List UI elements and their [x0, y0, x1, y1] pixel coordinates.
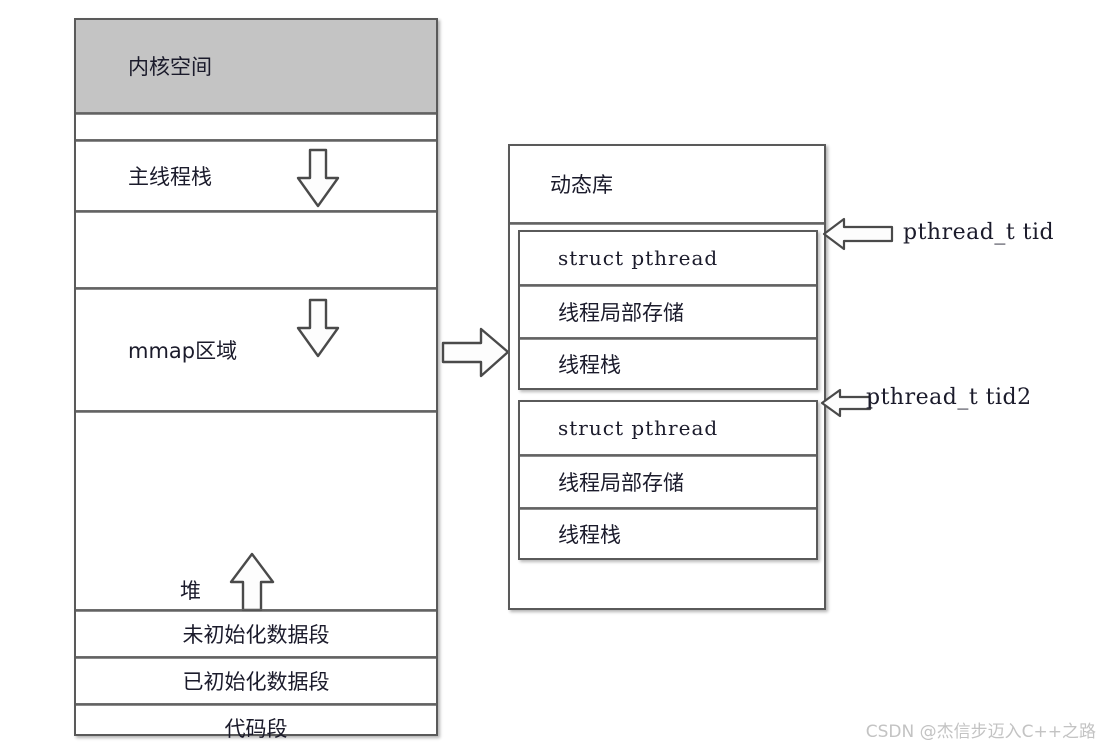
segment-bss: 未初始化数据段	[76, 612, 436, 656]
thread-2-divider-2	[520, 507, 816, 510]
segment-mmap-region: mmap区域	[76, 290, 436, 410]
divider-dylib-title-bottom	[510, 222, 824, 225]
dynamic-library-panel: 动态库 struct pthread 线程局部存储 线程栈 struct pth…	[508, 144, 826, 610]
divider-main-stack-bottom	[76, 210, 436, 213]
segment-label-heap: 堆	[180, 579, 201, 603]
thread-1-row-tls: 线程局部存储	[558, 301, 684, 325]
thread-2-divider-1	[520, 454, 816, 457]
thread-1-divider-1	[520, 284, 816, 287]
thread-1-row-struct-pthread: struct pthread	[558, 246, 719, 270]
segment-label-text: 代码段	[224, 717, 288, 741]
thread-2-row-struct-pthread: struct pthread	[558, 416, 719, 440]
segment-label-bss: 未初始化数据段	[182, 623, 330, 647]
tid-pointer-arrow	[822, 214, 894, 259]
divider-bss-bottom	[76, 656, 436, 659]
divider-kernel-bottom	[76, 112, 436, 115]
segment-label-mmap-region: mmap区域	[128, 339, 238, 363]
segment-heap: 堆	[76, 568, 436, 612]
segment-label-main-thread-stack: 主线程栈	[128, 165, 212, 189]
divider-data-bottom	[76, 703, 436, 706]
thread-2-row-tls: 线程局部存储	[558, 471, 684, 495]
tid-label-2: pthread_t tid2	[866, 385, 1032, 410]
process-address-space-panel: 内核空间 主线程栈 mmap区域 堆	[74, 18, 438, 741]
segment-main-thread-stack: 主线程栈	[76, 142, 436, 210]
tid-label-1: pthread_t tid	[903, 220, 1055, 245]
divider-gap-upper	[76, 139, 436, 142]
segment-kernel-space: 内核空间	[76, 20, 436, 112]
divider-mmap-bottom	[76, 410, 436, 413]
dynamic-library-title: 动态库	[550, 173, 613, 197]
segment-label-kernel-space: 内核空间	[128, 55, 212, 79]
thread-block-2: struct pthread 线程局部存储 线程栈	[518, 400, 818, 560]
segment-text: 代码段	[76, 706, 436, 750]
tid2-pointer-arrow	[820, 385, 872, 426]
thread-2-row-stack: 线程栈	[558, 523, 621, 547]
thread-block-1: struct pthread 线程局部存储 线程栈	[518, 230, 818, 390]
thread-1-divider-2	[520, 337, 816, 340]
mmap-to-dylib-arrow	[441, 325, 511, 386]
divider-mmap-top	[76, 287, 436, 290]
segment-label-data: 已初始化数据段	[182, 670, 330, 694]
segment-data: 已初始化数据段	[76, 659, 436, 703]
thread-1-row-stack: 线程栈	[558, 353, 621, 377]
divider-heap-bottom	[76, 609, 436, 612]
csdn-watermark: CSDN @杰信步迈入C++之路	[865, 722, 1096, 742]
